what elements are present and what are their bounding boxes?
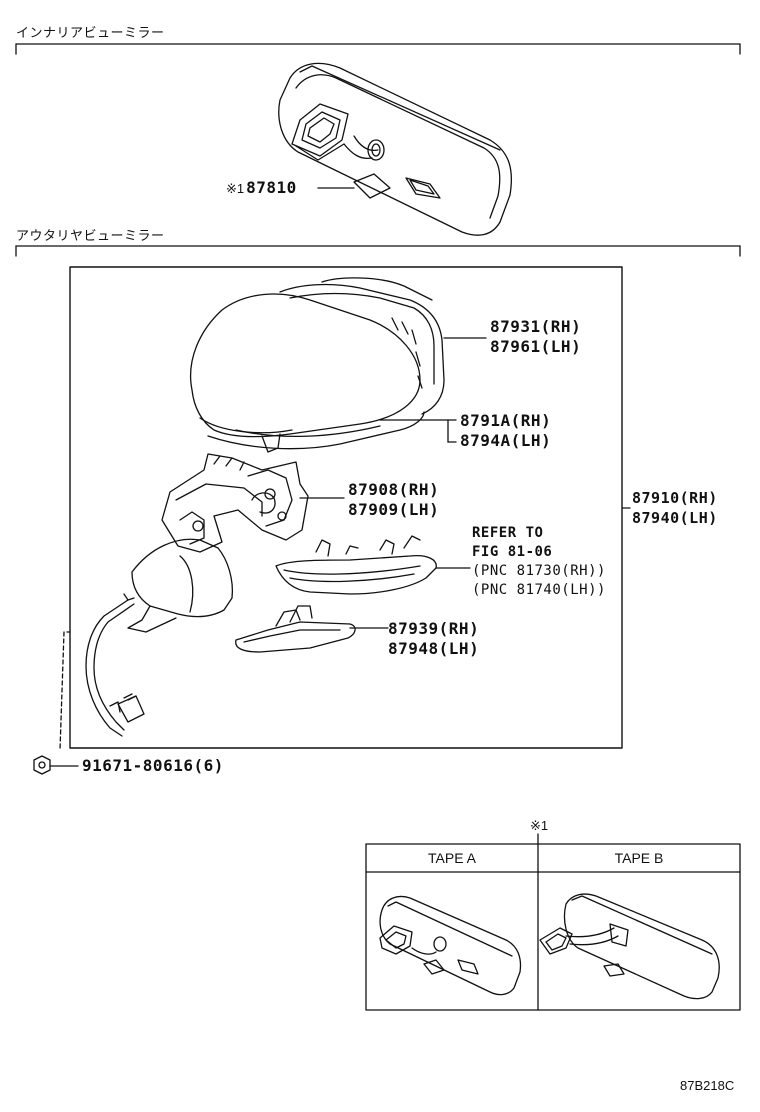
part-number-lh: 87948(LH) — [388, 639, 480, 658]
inner-mirror-section-title: インナリアビューミラー — [16, 26, 165, 41]
outer-mirror-section-title: アウタリヤビューミラー — [16, 229, 165, 244]
inner-mirror-illustration — [278, 62, 513, 236]
part-87810-label[interactable]: ※1 87810 — [226, 178, 297, 198]
tape-a-mirror-illustration — [379, 895, 522, 996]
refer-line-2: FIG 81-06 — [472, 544, 553, 560]
refer-line-3: (PNC 81730(RH)) — [472, 563, 606, 579]
turn-signal-lamp-illustration — [275, 535, 471, 595]
part-number-lh: 87940(LH) — [632, 509, 718, 527]
outer-section-bracket — [15, 245, 741, 257]
tape-a-header: TAPE A — [428, 850, 476, 866]
part-number-lh: 8794A(LH) — [460, 431, 552, 450]
part-number-lh: 87961(LH) — [490, 337, 582, 356]
part-87939-label[interactable]: 87939(RH) 87948(LH) — [388, 619, 479, 659]
part-number-rh: 87910(RH) — [632, 489, 718, 507]
refer-line-1: REFER TO — [472, 525, 544, 541]
tape-b-header: TAPE B — [614, 850, 664, 866]
part-91671-label[interactable]: 91671-80616(6) — [82, 756, 224, 775]
part-number-rh: 8791A(RH) — [460, 411, 552, 430]
actuator-illustration — [161, 453, 345, 553]
part-87910-label[interactable]: 87910(RH) 87940(LH) — [632, 488, 718, 528]
part-number-rh: 87908(RH) — [348, 480, 440, 499]
part-number-lh: 87909(LH) — [348, 500, 440, 519]
part-87931-label[interactable]: 87931(RH) 87961(LH) — [490, 317, 581, 357]
note-mark: ※1 — [226, 181, 245, 196]
refer-to-note[interactable]: REFER TO FIG 81-06 (PNC 81730(RH)) (PNC … — [472, 524, 606, 600]
mirror-glass-illustration — [207, 411, 457, 450]
mirror-base-illustration — [59, 538, 234, 751]
inner-section-bracket — [15, 43, 741, 55]
part-number: 87810 — [246, 178, 297, 197]
under-cover-illustration — [235, 605, 389, 653]
mirror-cover-illustration — [190, 277, 487, 453]
refer-line-4: (PNC 81740(LH)) — [472, 582, 606, 598]
screw-illustration — [33, 755, 79, 775]
tape-b-mirror-illustration — [539, 893, 720, 1000]
diagram-code: 87B218C — [680, 1078, 735, 1093]
part-8791A-label[interactable]: 8791A(RH) 8794A(LH) — [460, 411, 551, 451]
part-number-rh: 87939(RH) — [388, 619, 480, 638]
part-number-rh: 87931(RH) — [490, 317, 582, 336]
tape-table-note-mark: ※1 — [530, 818, 549, 833]
tape-table-grid — [365, 833, 741, 1011]
part-87908-label[interactable]: 87908(RH) 87909(LH) — [348, 480, 439, 520]
